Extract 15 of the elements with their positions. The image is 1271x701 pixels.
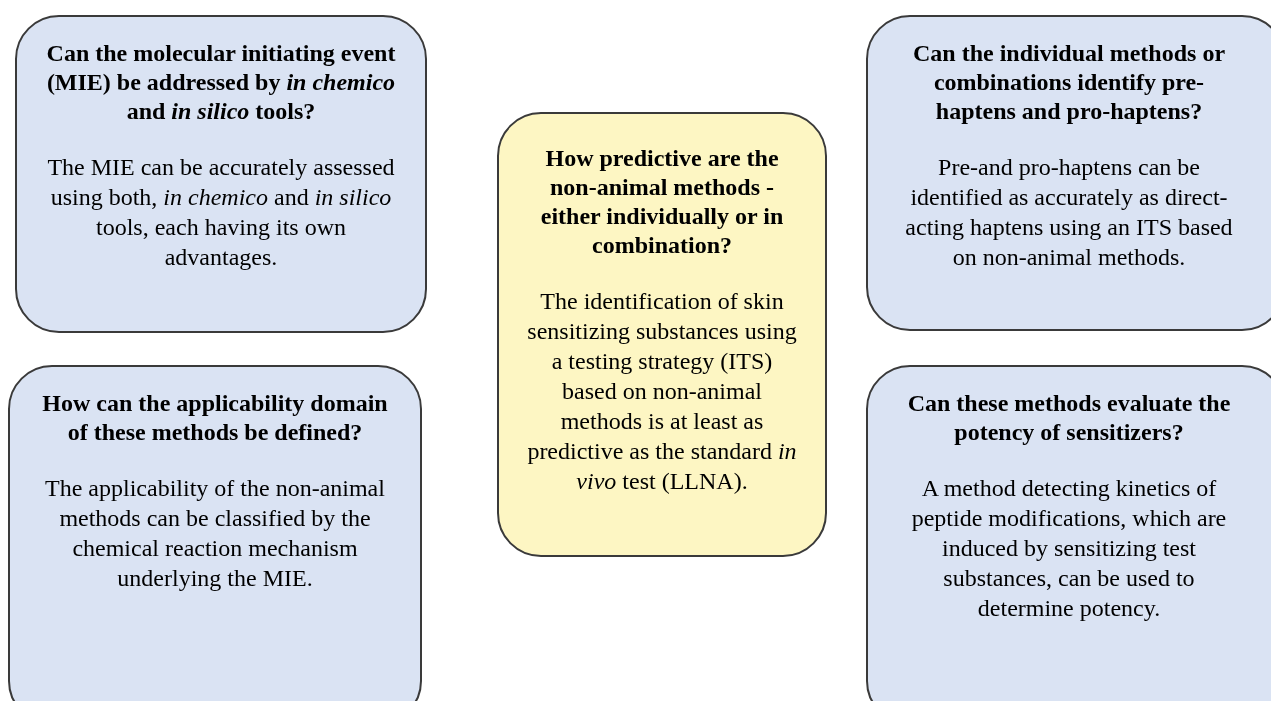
- card-heading: Can the individual methods or combinations identify pre-haptens and pro-haptens?: [911, 39, 1227, 126]
- card-text: Pre-and pro-haptens can be identified as accurately as direct-acting haptens using an ITS based on non-animal methods.: [904, 153, 1234, 272]
- card-text: The MIE can be accurately assessed using both, in chemico and in silico tools, each having its own advantages.: [46, 153, 396, 272]
- card-heading: Can these methods evaluate the potency of sensitizers?: [906, 389, 1232, 447]
- card-heading: How predictive are the non-animal methods - either individually or in combination?: [539, 144, 785, 260]
- card-heading: Can the molecular initiating event (MIE) be addressed by in chemico and in silico tools?: [45, 39, 397, 126]
- card-heading: How can the applicability domain of these methods be defined?: [41, 389, 389, 447]
- question-card: [497, 112, 827, 557]
- card-text: The applicability of the non-animal methods can be classified by the chemical reaction mechanism underlying the MIE.: [44, 474, 386, 593]
- card-text: The identification of skin sensitizing substances using a testing strategy (ITS) based on non-animal methods is at least as predictive as the standard in vivo test (LLNA).: [526, 287, 798, 496]
- question-card: [8, 365, 422, 701]
- question-card: [866, 15, 1271, 331]
- card-text: A method detecting kinetics of peptide modifications, which are induced by sensitizing test substances, can be used to determine potency.: [910, 474, 1228, 623]
- question-card: [15, 15, 427, 333]
- question-card: [866, 365, 1271, 701]
